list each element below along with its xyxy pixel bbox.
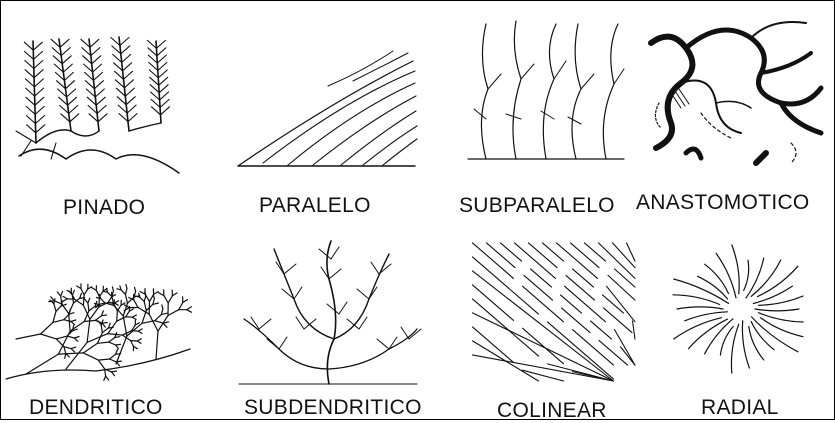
subdendritico-label: SUBDENDRITICO — [244, 396, 422, 420]
paralelo-drawing — [233, 41, 418, 171]
subparalelo-label: SUBPARALELO — [459, 194, 615, 218]
dendritico-label: DENDRITICO — [29, 396, 163, 420]
subparalelo-drawing — [466, 19, 626, 164]
anastomotico-label: ANASTOMOTICO — [636, 191, 810, 215]
radial-label: RADIAL — [701, 396, 779, 420]
paralelo-pattern — [233, 41, 418, 171]
dendritico-drawing — [6, 239, 191, 389]
anastomotico-pattern — [641, 13, 826, 168]
subdendritico-pattern — [239, 239, 419, 389]
colinear-label: COLINEAR — [497, 399, 607, 423]
subdendritico-drawing — [239, 239, 419, 389]
radial-drawing — [649, 233, 829, 383]
subparalelo-pattern — [466, 19, 626, 164]
pinado-pattern — [11, 31, 186, 176]
anastomotico-drawing — [641, 13, 826, 168]
radial-pattern — [649, 233, 829, 383]
paralelo-label: PARALELO — [259, 194, 371, 218]
pinado-label: PINADO — [63, 196, 145, 220]
colinear-pattern — [463, 239, 638, 384]
dendritico-pattern — [6, 239, 191, 389]
colinear-drawing — [463, 239, 638, 384]
pinado-drawing — [11, 31, 186, 176]
